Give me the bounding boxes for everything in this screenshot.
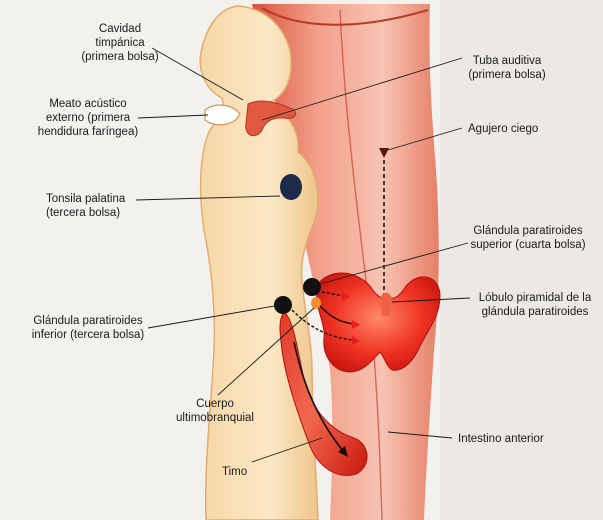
label-cuerpo-ultimobranquial: Cuerpo ultimobranquial: [160, 397, 270, 425]
label-meato-acustico-line2: externo (primera: [28, 111, 148, 125]
label-cavidad-timpanica-line1: Cavidad: [62, 22, 178, 36]
label-paratiroides-superior-line1: Glándula paratiroides: [462, 224, 594, 238]
label-cavidad-timpanica: Cavidad timpánica (primera bolsa): [62, 22, 178, 64]
label-cuerpo-ultimobranquial-line2: ultimobranquial: [160, 411, 270, 425]
label-paratiroides-inferior-line1: Glándula paratiroides: [18, 314, 158, 328]
label-meato-acustico-line1: Meato acústico: [28, 97, 148, 111]
label-intestino-anterior-line1: Intestino anterior: [458, 432, 578, 446]
label-lobulo-piramidal-line2: glándula paratiroides: [470, 305, 600, 319]
label-tonsila-palatina-line1: Tonsila palatina: [46, 192, 146, 206]
label-cavidad-timpanica-line2: timpánica: [62, 36, 178, 50]
label-cavidad-timpanica-line3: (primera bolsa): [62, 50, 178, 64]
label-meato-acustico: Meato acústico externo (primera hendidur…: [28, 97, 148, 139]
label-tuba-auditiva-line1: Tuba auditiva: [452, 54, 562, 68]
label-timo-line1: Timo: [222, 465, 262, 479]
label-agujero-ciego: Agujero ciego: [468, 122, 568, 136]
label-paratiroides-inferior: Glándula paratiroides inferior (tercera …: [18, 314, 158, 342]
label-paratiroides-superior-line2: superior (cuarta bolsa): [462, 238, 594, 252]
label-tuba-auditiva: Tuba auditiva (primera bolsa): [452, 54, 562, 82]
label-tonsila-palatina-line2: (tercera bolsa): [46, 206, 146, 220]
label-lobulo-piramidal-line1: Lóbulo piramidal de la: [470, 291, 600, 305]
superior-parathyroid-node: [303, 278, 321, 296]
ultimobranchial-body: [311, 297, 321, 309]
label-timo: Timo: [222, 465, 262, 479]
label-paratiroides-inferior-line2: inferior (tercera bolsa): [18, 328, 158, 342]
label-paratiroides-superior: Glándula paratiroides superior (cuarta b…: [462, 224, 594, 252]
label-intestino-anterior: Intestino anterior: [458, 432, 578, 446]
label-tonsila-palatina: Tonsila palatina (tercera bolsa): [46, 192, 146, 220]
label-agujero-ciego-line1: Agujero ciego: [468, 122, 568, 136]
palatine-tonsil: [280, 174, 302, 200]
label-cuerpo-ultimobranquial-line1: Cuerpo: [160, 397, 270, 411]
label-tuba-auditiva-line2: (primera bolsa): [452, 68, 562, 82]
pyramidal-lobe: [380, 293, 392, 317]
inferior-parathyroid-node: [274, 296, 292, 314]
label-meato-acustico-line3: hendidura faríngea): [28, 125, 148, 139]
label-lobulo-piramidal: Lóbulo piramidal de la glándula paratiro…: [470, 291, 600, 319]
